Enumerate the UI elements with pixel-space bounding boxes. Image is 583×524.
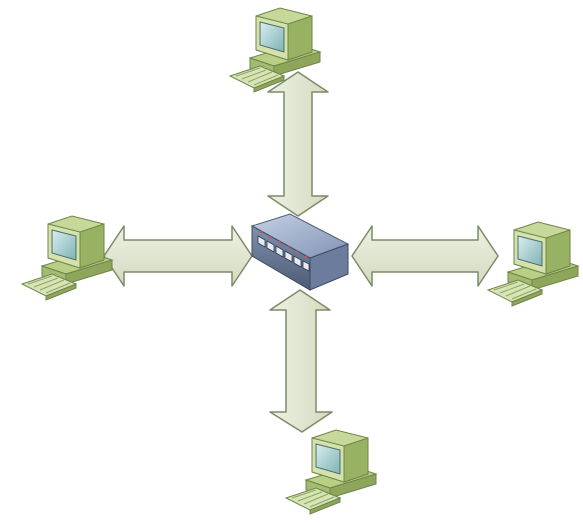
- link-arrow-right: [351, 225, 499, 287]
- link-arrow-top: [267, 71, 329, 217]
- link-arrow-bottom: [269, 289, 333, 433]
- desktop-computer-icon: [487, 221, 579, 307]
- network-switch-icon: [250, 213, 350, 291]
- link-arrow-left: [103, 225, 253, 287]
- desktop-computer-icon: [21, 215, 113, 301]
- desktop-computer-icon: [285, 429, 377, 515]
